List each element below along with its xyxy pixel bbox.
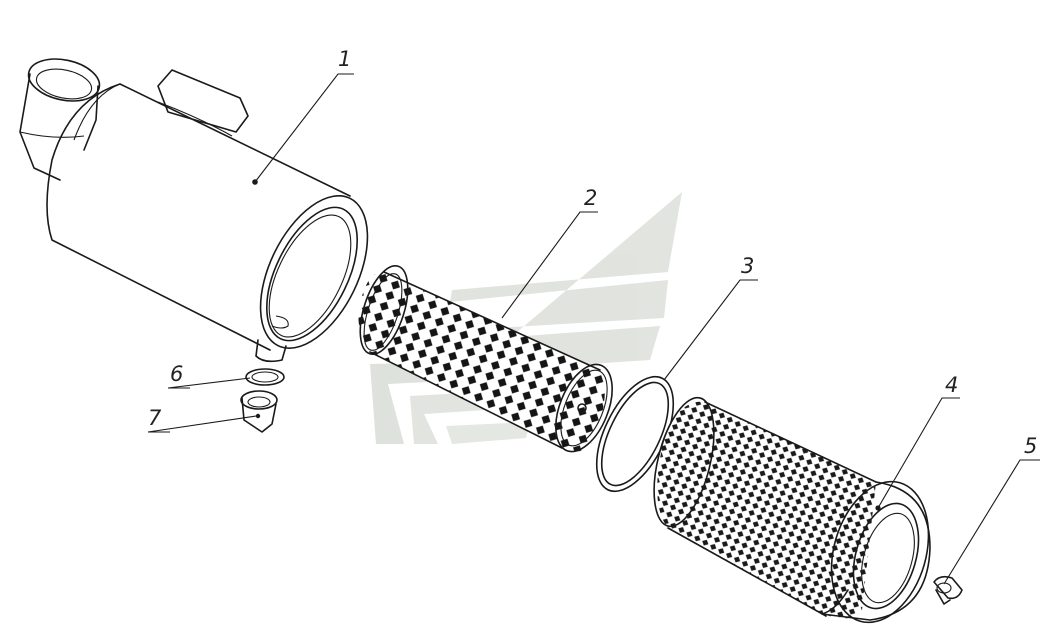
callout-2: 2 [584, 186, 597, 210]
drain-valve-cap [240, 390, 278, 433]
leader-lines [147, 73, 1040, 585]
callout-5: 5 [1024, 434, 1037, 458]
filter-housing [19, 58, 369, 363]
callout-1: 1 [338, 47, 351, 71]
callout-7: 7 [148, 406, 162, 430]
main-filter-element [653, 396, 931, 624]
o-ring-seal [595, 375, 675, 493]
wing-nut [933, 575, 963, 605]
drain-seal-ring [245, 368, 285, 386]
callout-4: 4 [945, 373, 958, 397]
callout-3: 3 [741, 254, 754, 278]
callout-6: 6 [170, 362, 183, 386]
